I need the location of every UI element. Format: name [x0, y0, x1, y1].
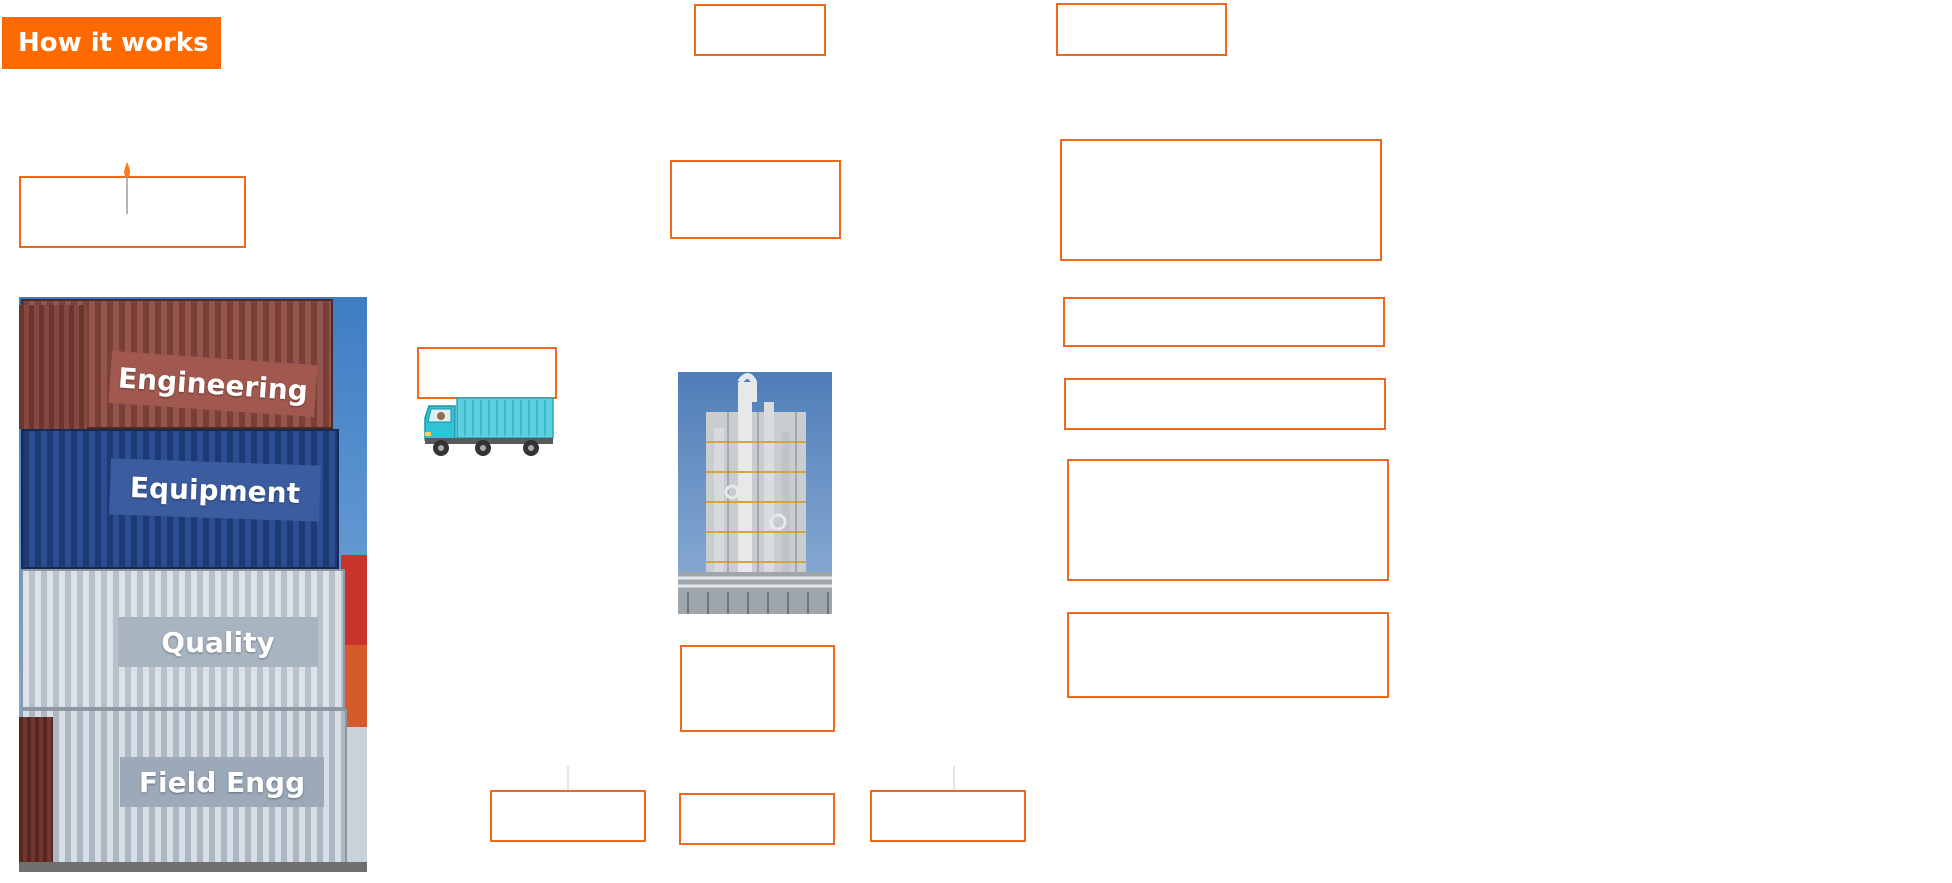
flow-box-right-1: [1060, 139, 1382, 261]
flow-box-bottom-3: [870, 790, 1026, 842]
flow-box-bottom-1: [490, 790, 646, 842]
flow-box-bottom-2: [679, 793, 835, 845]
flow-box-mid-2: [680, 645, 835, 732]
flow-box-top-2: [1056, 3, 1227, 56]
truck-icon: [424, 397, 554, 456]
container-label-field-engg: Field Engg: [120, 757, 324, 807]
flow-box-right-5: [1067, 612, 1389, 698]
refinery-tower-icon: [678, 372, 832, 614]
connector-tick-1: [567, 766, 569, 792]
container-label-equipment: Equipment: [109, 458, 321, 522]
flow-box-right-4: [1067, 459, 1389, 581]
connector-tick-2: [953, 766, 955, 792]
flow-box-right-2: [1063, 297, 1385, 347]
page-title-banner: How it works: [2, 17, 221, 69]
container-label-quality: Quality: [118, 617, 318, 667]
flow-box-truck: [417, 347, 557, 399]
page-title: How it works: [18, 28, 209, 58]
flow-box-mid-1: [670, 160, 841, 239]
flow-box-right-3: [1064, 378, 1386, 430]
flame-icon: [124, 162, 131, 214]
flow-box-top-1: [694, 4, 826, 56]
flow-box-left: [19, 176, 246, 248]
